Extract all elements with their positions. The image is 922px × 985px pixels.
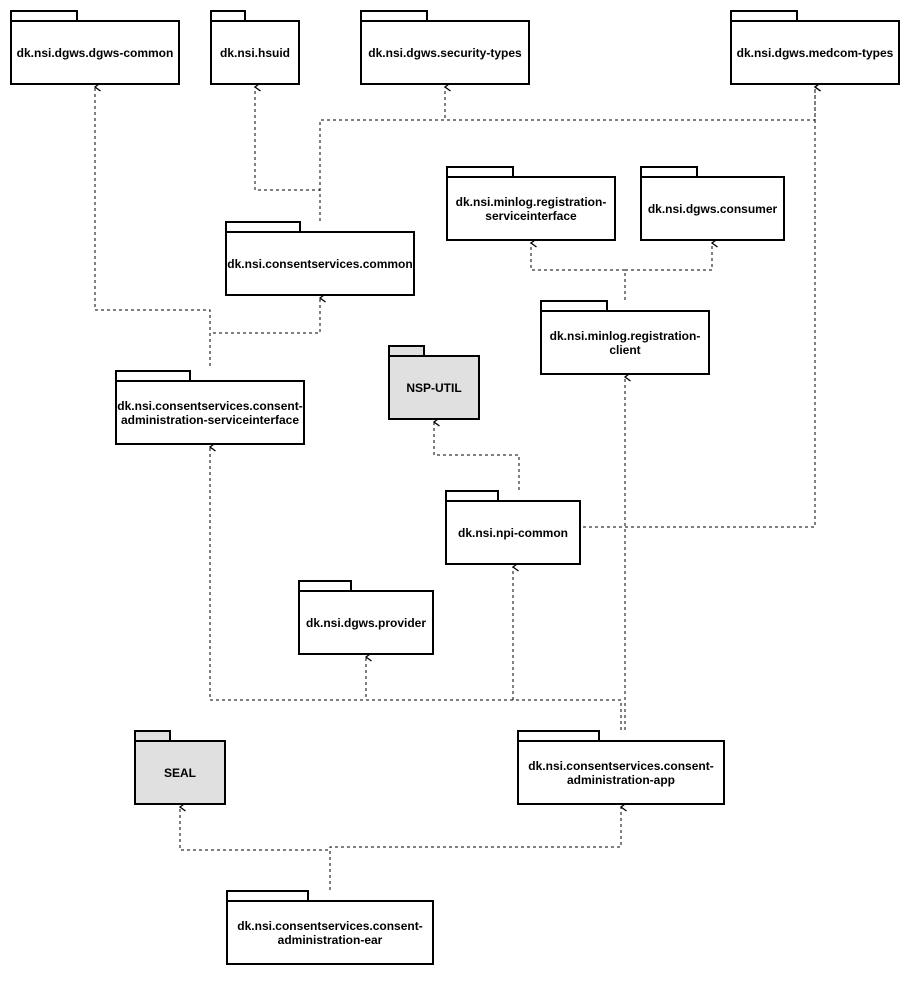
package-label: dk.nsi.dgws.provider (305, 615, 427, 630)
package-minlog-serviceinterface[interactable]: dk.nsi.minlog.registration-serviceinterf… (446, 166, 616, 241)
dependency-cs-common-to-security-types (319, 82, 451, 221)
package-nsp-util[interactable]: NSP-UTIL (388, 345, 480, 420)
package-minlog-client[interactable]: dk.nsi.minlog.registration-client (540, 300, 710, 375)
package-label: dk.nsi.consentservices.consent-administr… (237, 918, 423, 947)
dependency-cs-common-to-hsuid (253, 82, 321, 221)
package-body: dk.nsi.dgws.dgws-common (10, 20, 180, 85)
package-body: dk.nsi.consentservices.common (225, 231, 415, 296)
package-tab (134, 730, 171, 740)
package-consumer[interactable]: dk.nsi.dgws.consumer (640, 166, 785, 241)
package-tab (225, 221, 301, 231)
package-label: dk.nsi.dgws.dgws-common (16, 45, 174, 60)
package-tab (640, 166, 698, 176)
package-tab (298, 580, 352, 590)
package-tab (210, 10, 246, 20)
dependency-csa-ear-to-csa-app (329, 802, 627, 890)
package-label: NSP-UTIL (406, 380, 462, 395)
package-label: dk.nsi.minlog.registration-serviceinterf… (455, 194, 607, 223)
package-body: dk.nsi.minlog.registration-client (540, 310, 710, 375)
dependency-minlog-client-to-consumer (624, 238, 718, 300)
package-consent-administration-app[interactable]: dk.nsi.consentservices.consent-administr… (517, 730, 725, 805)
package-label: dk.nsi.dgws.consumer (647, 201, 778, 216)
package-label: SEAL (163, 765, 196, 780)
dependency-csa-si-to-dgws-common (93, 82, 211, 366)
package-tab (730, 10, 798, 20)
package-body: dk.nsi.consentservices.consent-administr… (226, 900, 434, 965)
dependency-minlog-client-to-minlog-si (529, 238, 626, 300)
package-label: dk.nsi.consentservices.common (227, 256, 413, 271)
package-tab (517, 730, 600, 740)
package-label: dk.nsi.hsuid (219, 45, 290, 60)
package-provider[interactable]: dk.nsi.dgws.provider (298, 580, 434, 655)
package-label: dk.nsi.dgws.medcom-types (736, 45, 894, 60)
package-medcom-types[interactable]: dk.nsi.dgws.medcom-types (730, 10, 900, 85)
package-tab (446, 166, 514, 176)
package-label: dk.nsi.npi-common (457, 525, 568, 540)
package-npi-common[interactable]: dk.nsi.npi-common (445, 490, 581, 565)
package-tab (388, 345, 425, 355)
dependency-csa-app-to-provider (364, 652, 622, 730)
package-hsuid[interactable]: dk.nsi.hsuid (210, 10, 300, 85)
dependency-npi-common-to-nsp-util (432, 417, 520, 490)
package-tab (10, 10, 78, 20)
dependency-csa-app-to-npi-common (511, 562, 622, 730)
package-body: dk.nsi.dgws.security-types (360, 20, 530, 85)
package-consent-administration-ear[interactable]: dk.nsi.consentservices.consent-administr… (226, 890, 434, 965)
package-label: dk.nsi.minlog.registration-client (549, 328, 701, 357)
package-body: dk.nsi.minlog.registration-serviceinterf… (446, 176, 616, 241)
package-dgws-common[interactable]: dk.nsi.dgws.dgws-common (10, 10, 180, 85)
package-tab (115, 370, 191, 380)
package-consent-administration-serviceinterface[interactable]: dk.nsi.consentservices.consent-administr… (115, 370, 305, 445)
package-body: dk.nsi.dgws.medcom-types (730, 20, 900, 85)
package-label: dk.nsi.dgws.security-types (368, 45, 522, 60)
package-label: dk.nsi.consentservices.consent-administr… (528, 758, 714, 787)
dependency-csa-si-to-cs-common (209, 293, 326, 366)
package-body: dk.nsi.npi-common (445, 500, 581, 565)
package-body: dk.nsi.consentservices.consent-administr… (115, 380, 305, 445)
package-body: dk.nsi.hsuid (210, 20, 300, 85)
package-body: dk.nsi.dgws.provider (298, 590, 434, 655)
package-body: dk.nsi.consentservices.consent-administr… (517, 740, 725, 805)
package-body: NSP-UTIL (388, 355, 480, 420)
package-tab (226, 890, 309, 900)
package-seal[interactable]: SEAL (134, 730, 226, 805)
dependency-csa-ear-to-seal (178, 802, 331, 890)
package-security-types[interactable]: dk.nsi.dgws.security-types (360, 10, 530, 85)
package-label: dk.nsi.consentservices.consent-administr… (117, 398, 303, 427)
package-body: dk.nsi.dgws.consumer (640, 176, 785, 241)
package-tab (540, 300, 608, 310)
package-tab (445, 490, 499, 500)
package-tab (360, 10, 428, 20)
package-consentservices-common[interactable]: dk.nsi.consentservices.common (225, 221, 415, 296)
package-body: SEAL (134, 740, 226, 805)
